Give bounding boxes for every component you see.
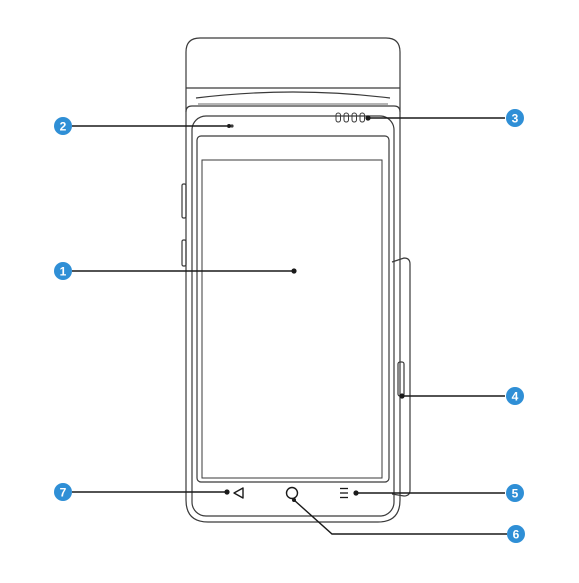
- leader-dots: [224, 115, 405, 502]
- leader-dot-4: [399, 393, 405, 399]
- callout-badge: [507, 525, 525, 543]
- callout-label: 7: [60, 486, 67, 500]
- back-key-icon: [233, 487, 244, 499]
- callout-label: 1: [60, 265, 67, 279]
- leader-dot-3: [365, 115, 371, 121]
- printer-housing: [185, 37, 401, 112]
- speaker-slot: [335, 112, 341, 123]
- body-outline: [185, 105, 401, 523]
- leader-line-6: [293, 499, 507, 535]
- callout-label: 4: [512, 390, 519, 404]
- callout-label: 3: [512, 112, 519, 126]
- card-slot-bracket: [391, 257, 411, 497]
- callout-badge: [54, 117, 72, 135]
- callout-1: 1: [54, 262, 72, 280]
- screen: [201, 159, 383, 479]
- callout-label: 5: [512, 487, 519, 501]
- callout-label: 6: [513, 528, 520, 542]
- front-bezel: [191, 115, 395, 517]
- front-camera: [230, 124, 234, 128]
- speaker-grille: [335, 112, 365, 123]
- leader-lines: [72, 117, 507, 535]
- home-key-icon: [285, 486, 299, 500]
- printer-cover: [185, 37, 401, 112]
- callout-3: 3: [506, 109, 524, 127]
- device-body: [185, 105, 401, 523]
- leader-dot-6: [292, 498, 296, 502]
- callout-badge: [54, 262, 72, 280]
- callout-badge: [506, 484, 524, 502]
- menu-key-icon: [340, 487, 348, 499]
- callout-7: 7: [54, 483, 72, 501]
- callout-4: 4: [506, 387, 524, 405]
- callout-2: 2: [54, 117, 72, 135]
- callout-badges: 1 2 3 4 5 6 7: [54, 109, 525, 543]
- card-slot-notch: [397, 361, 405, 397]
- callout-6: 6: [507, 525, 525, 543]
- speaker-slot: [351, 112, 357, 123]
- leader-dot-1: [291, 268, 297, 274]
- callout-label: 2: [60, 120, 67, 134]
- speaker-slot: [359, 112, 365, 123]
- speaker-slot: [343, 112, 349, 123]
- callout-badge: [506, 387, 524, 405]
- paper-roll-ridge: [195, 91, 391, 99]
- screen-frame: [196, 135, 390, 483]
- leader-dot-5: [353, 490, 359, 496]
- callout-badge: [54, 483, 72, 501]
- side-card-slot: [391, 257, 411, 497]
- callout-badge: [506, 109, 524, 127]
- leader-dot-2: [227, 124, 231, 128]
- callout-5: 5: [506, 484, 524, 502]
- leader-dot-7: [224, 489, 230, 495]
